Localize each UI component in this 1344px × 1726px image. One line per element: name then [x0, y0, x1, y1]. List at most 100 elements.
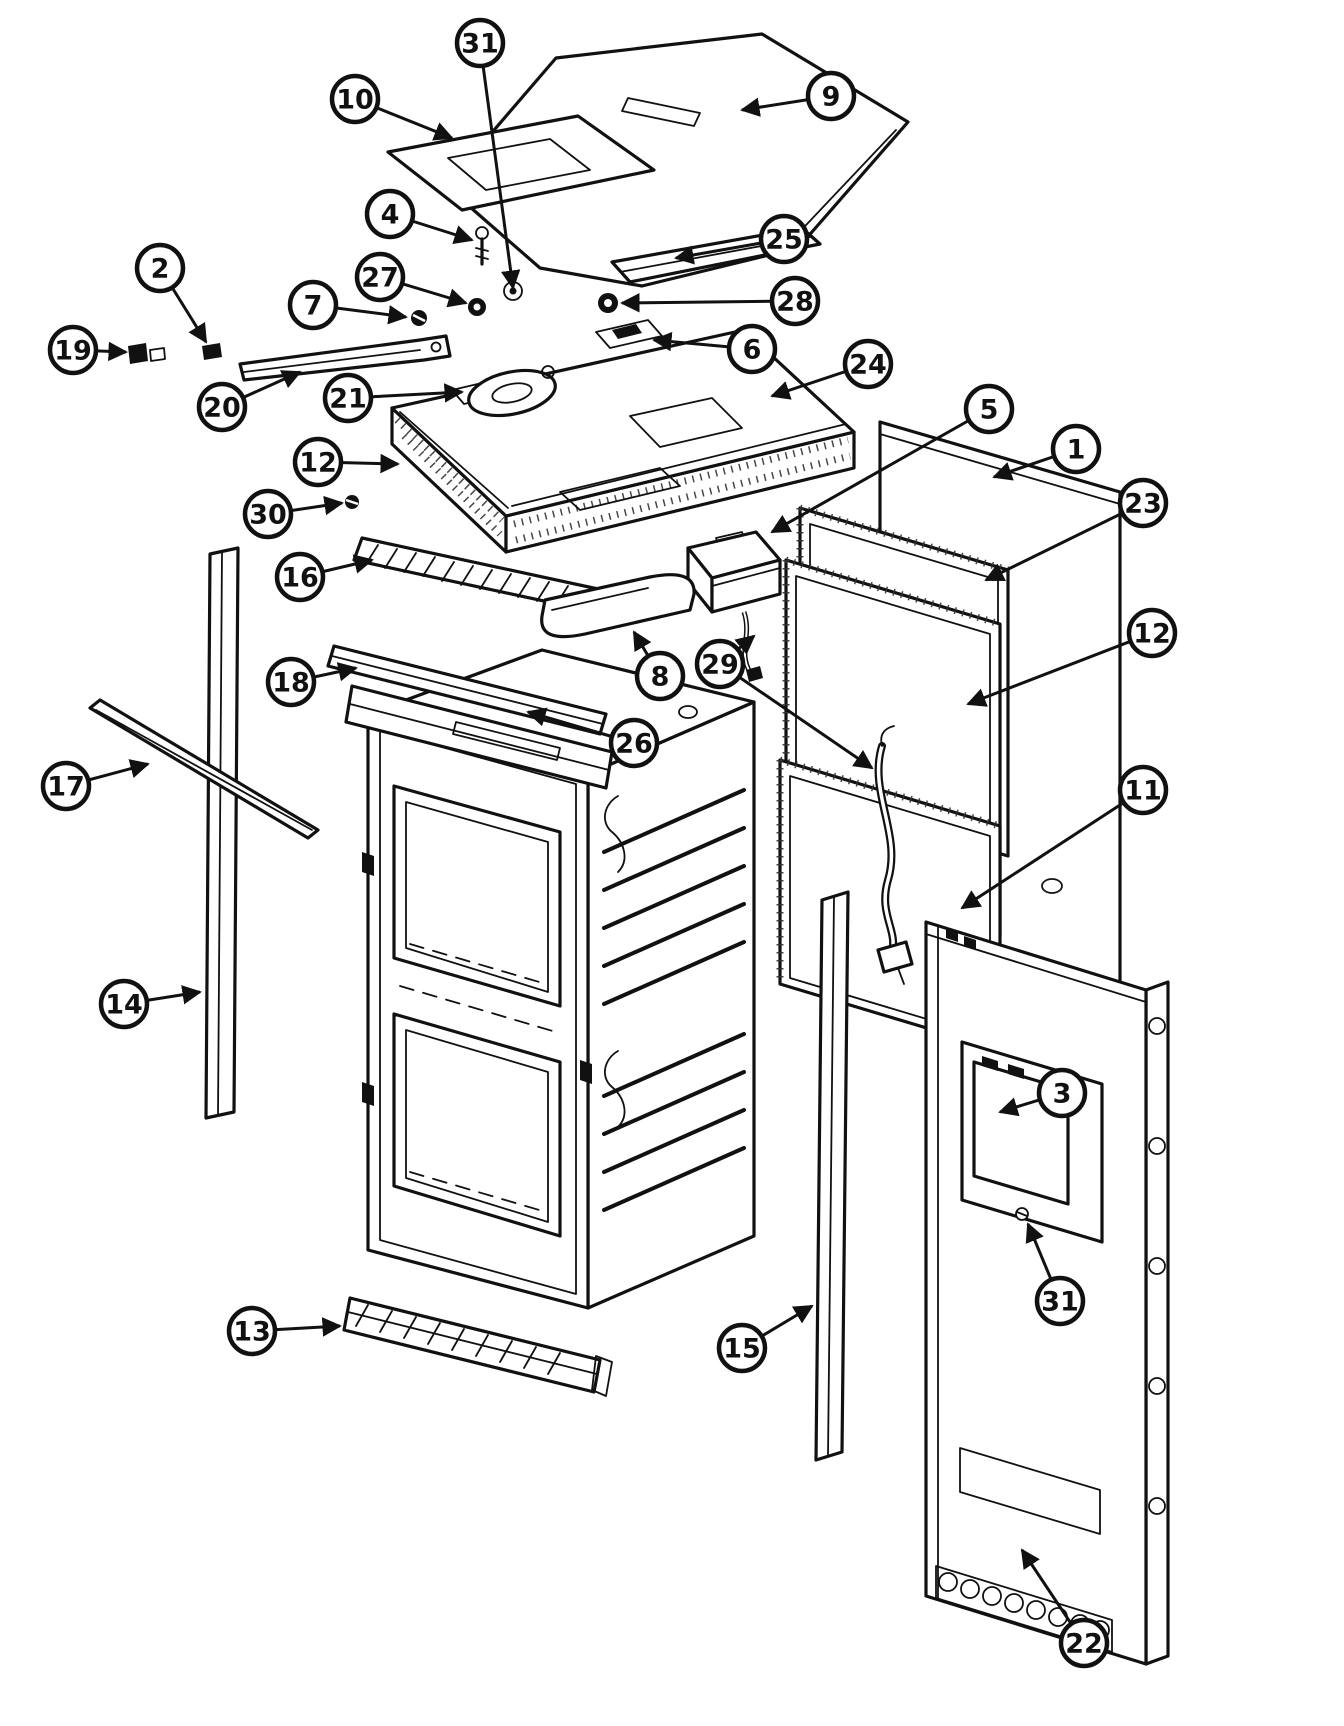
callout-number: 14 — [105, 990, 143, 1021]
callout-bubble — [242, 488, 294, 540]
part-6-switch-bracket — [595, 319, 663, 349]
callout-bubble — [963, 383, 1015, 435]
callout-28: 28 — [620, 275, 821, 327]
callout-29: 29 — [694, 634, 874, 770]
callout-bubble — [98, 978, 150, 1030]
callout-number: 13 — [233, 1317, 271, 1348]
part-27-grommet — [468, 298, 486, 316]
callout-number: 1 — [1067, 435, 1086, 466]
callout-number: 19 — [54, 336, 92, 367]
callout-bubble — [694, 638, 746, 690]
part-7-screw-head — [411, 310, 427, 326]
callout-bubble — [329, 73, 381, 125]
callout-number: 12 — [299, 448, 337, 479]
callout-number: 20 — [203, 393, 241, 424]
part-30-screw — [345, 495, 359, 509]
callout-12: 12 — [966, 607, 1178, 707]
callout-leader-line — [984, 501, 1144, 582]
callout-11: 11 — [960, 764, 1169, 910]
callout-bubble — [1126, 607, 1178, 659]
callout-number: 21 — [329, 384, 367, 415]
callout-2: 2 — [134, 242, 208, 344]
part-31-panel-screw — [1015, 1207, 1029, 1221]
callout-bubble — [758, 213, 810, 265]
callout-number: 11 — [1124, 776, 1162, 807]
callout-number: 26 — [615, 729, 653, 760]
callout-number: 27 — [361, 263, 399, 294]
callout-bubble — [134, 242, 186, 294]
part-8-vent-duct — [540, 573, 696, 639]
part-14-side-trim-left — [204, 546, 240, 1120]
part-22-side-panel — [924, 920, 1170, 1666]
part-17-trim-strip-diagonal — [88, 698, 320, 840]
callout-27: 27 — [354, 251, 468, 308]
callout-bubble — [265, 656, 317, 708]
callout-number: 3 — [1053, 1079, 1072, 1110]
part-15-side-trim-right — [814, 890, 850, 1462]
callout-20: 20 — [196, 370, 302, 433]
callout-bubble — [274, 551, 326, 603]
callout-number: 31 — [1041, 1287, 1079, 1318]
callout-23: 23 — [984, 477, 1169, 582]
callout-leader-line — [478, 42, 521, 290]
part-19-fitting — [128, 343, 166, 364]
callout-3: 3 — [998, 1067, 1088, 1119]
callout-number: 7 — [304, 291, 323, 322]
callout-6: 6 — [652, 323, 778, 375]
part-28-grommet — [598, 293, 618, 313]
callout-number: 10 — [336, 85, 374, 116]
callout-bubble — [454, 17, 506, 69]
callout-15: 15 — [716, 1304, 814, 1374]
callout-bubble — [1058, 1617, 1110, 1669]
callout-bubble — [716, 1322, 768, 1374]
callout-21: 21 — [322, 372, 464, 424]
callout-12: 12 — [292, 436, 400, 488]
callout-24: 24 — [770, 338, 894, 400]
callout-number: 2 — [151, 254, 170, 285]
callout-bubble — [226, 1305, 278, 1357]
callout-17: 17 — [40, 759, 150, 812]
callout-9: 9 — [740, 70, 857, 122]
part-24-top-deck-assembly — [390, 328, 856, 554]
callout-number: 24 — [849, 350, 887, 381]
callout-bubble — [1117, 477, 1169, 529]
callout-leader-line — [960, 788, 1144, 910]
callout-number: 23 — [1124, 489, 1162, 520]
callout-10: 10 — [329, 73, 454, 141]
callout-number: 16 — [281, 563, 319, 594]
callout-1: 1 — [992, 423, 1102, 481]
callout-bubble — [842, 338, 894, 390]
part-4-screw — [475, 226, 489, 266]
callout-number: 22 — [1065, 1629, 1103, 1660]
callout-bubble — [726, 323, 778, 375]
callout-bubble — [292, 436, 344, 488]
callout-leader-line — [966, 631, 1153, 707]
callout-bubble — [1050, 423, 1102, 475]
callout-bubble — [196, 381, 248, 433]
callout-25: 25 — [674, 213, 810, 265]
callout-19: 19 — [47, 324, 128, 376]
callout-bubble — [634, 650, 686, 702]
callout-31: 31 — [454, 17, 521, 290]
callout-bubble — [47, 324, 99, 376]
callout-22: 22 — [1020, 1548, 1110, 1669]
callout-number: 29 — [701, 650, 739, 681]
callout-5: 5 — [770, 383, 1015, 534]
callout-bubble — [1117, 764, 1169, 816]
callout-31: 31 — [1025, 1222, 1086, 1327]
callout-bubble — [1036, 1067, 1088, 1119]
callout-bubble — [805, 70, 857, 122]
callout-number: 31 — [461, 29, 499, 60]
part-20-tube-arm — [238, 334, 452, 382]
callout-number: 9 — [822, 82, 841, 113]
callout-26: 26 — [526, 707, 660, 769]
callout-4: 4 — [364, 188, 474, 244]
callout-bubble — [354, 251, 406, 303]
callout-number: 30 — [249, 500, 287, 531]
part-2-nut — [202, 343, 222, 360]
callout-number: 28 — [776, 287, 814, 318]
callout-bubble — [608, 717, 660, 769]
